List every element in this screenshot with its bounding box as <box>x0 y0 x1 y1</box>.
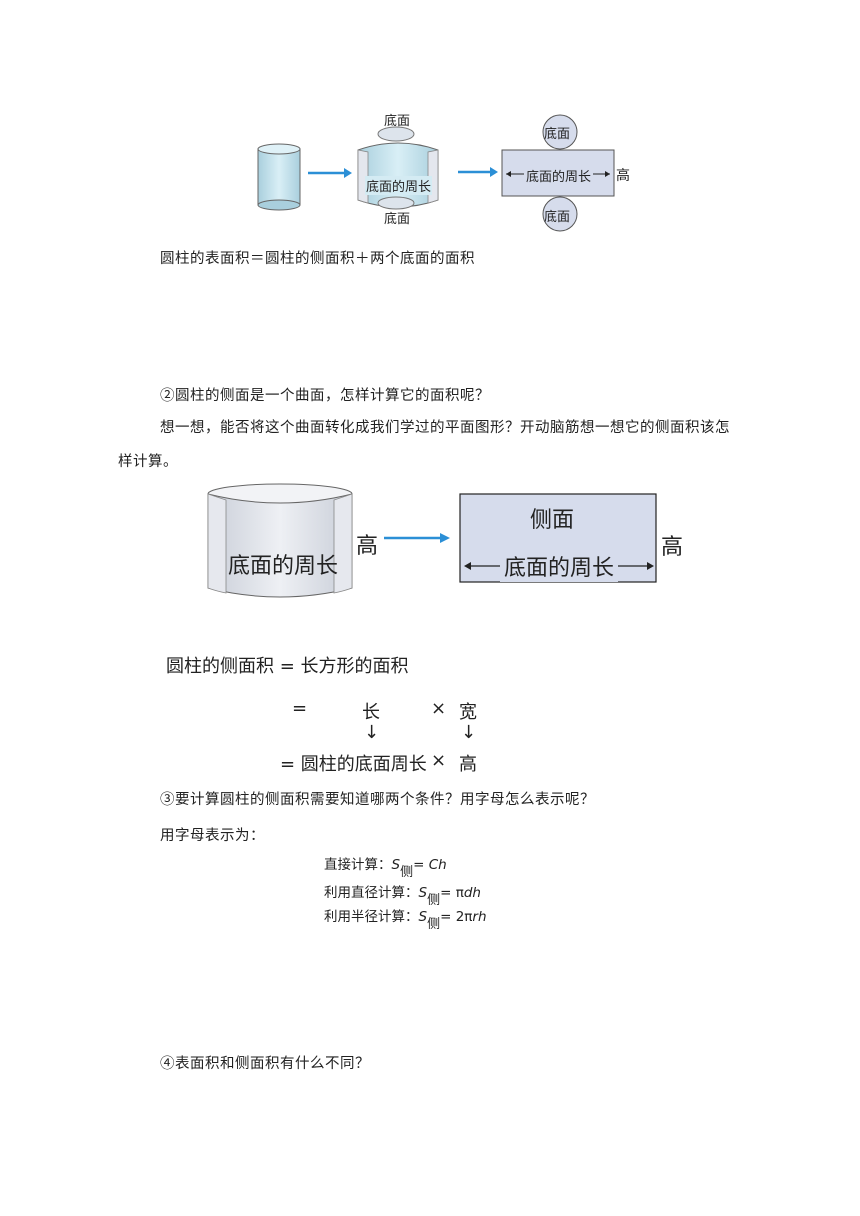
question-2-prompt-line1: 想一想，能否将这个曲面转化成我们学过的平面图形？开动脑筋想一想它的侧面积该怎 <box>160 420 730 436</box>
arrow-down-icon: ↓ <box>364 722 380 743</box>
shell-perimeter-label: 底面的周长 <box>228 554 339 579</box>
net-top-label: 底面 <box>544 127 571 142</box>
top-base-label: 底面 <box>384 114 411 129</box>
question-3: ③要计算圆柱的侧面积需要知道哪两个条件？用字母怎么表示呢？ <box>160 792 595 808</box>
derivation-line1: 圆柱的侧面积 = 长方形的面积 <box>166 656 409 677</box>
formula-diameter: 利用直径计算：S侧= πdh <box>324 885 481 908</box>
opened-shell <box>207 483 353 598</box>
question-3-prompt: 用字母表示为： <box>160 828 265 844</box>
net-perimeter-label: 底面的周长 <box>524 166 594 185</box>
derivation-length: 长 <box>362 702 380 723</box>
arrow-right-icon <box>308 168 352 178</box>
formula-radius: 利用半径计算：S侧= 2πrh <box>324 909 487 932</box>
perimeter-label: 底面的周长 <box>365 176 433 195</box>
question-2-prompt-line2: 样计算。 <box>118 454 178 470</box>
arrow-right-icon <box>384 533 450 543</box>
derivation-times: × <box>431 698 447 719</box>
arrow-down-icon: ↓ <box>461 722 477 743</box>
rect-title: 侧面 <box>530 508 575 533</box>
opened-cylinder <box>357 126 439 210</box>
figure-lateral-surface <box>207 483 657 598</box>
question-2: ②圆柱的侧面是一个曲面，怎样计算它的面积呢？ <box>160 388 490 404</box>
derivation-width: 宽 <box>459 702 477 723</box>
derivation-line3: = 圆柱的底面周长 <box>280 754 427 775</box>
rect-height-label: 高 <box>661 535 684 560</box>
bottom-base-label: 底面 <box>384 212 411 227</box>
formula-direct: 直接计算：S侧= Ch <box>324 857 447 880</box>
rect-perimeter-label: 底面的周长 <box>500 550 619 582</box>
surface-area-formula: 圆柱的表面积＝圆柱的侧面积＋两个底面的面积 <box>160 251 475 267</box>
shell-height-label: 高 <box>356 534 379 559</box>
cylinder-net <box>501 114 615 232</box>
net-bottom-label: 底面 <box>544 210 571 225</box>
derivation-equals: = <box>292 698 308 719</box>
derivation-times: × <box>431 750 447 771</box>
net-height-label: 高 <box>616 168 630 184</box>
derivation-height: 高 <box>459 754 477 775</box>
small-cylinder <box>257 143 301 211</box>
arrow-right-icon <box>458 167 498 177</box>
question-4: ④表面积和侧面积有什么不同？ <box>160 1056 370 1072</box>
